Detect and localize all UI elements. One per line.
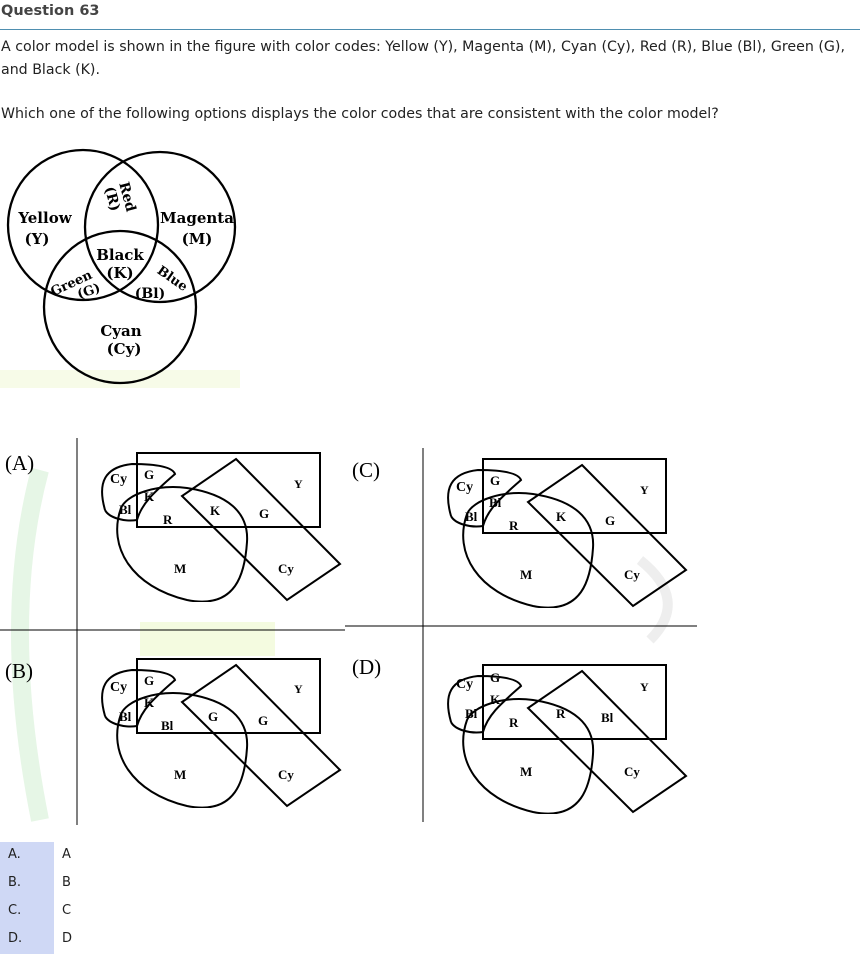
panel-a-s8: Y <box>294 477 303 491</box>
question-text: A color model is shown in the figure wit… <box>1 39 845 78</box>
panel-b-s6: G <box>208 709 218 724</box>
green-code: (G) <box>75 281 102 302</box>
option-c[interactable]: C. C <box>0 898 860 926</box>
panel-a-tag: (A) <box>5 451 34 475</box>
panel-b-figure: Cy G K Bl Bl G G Y M Cy <box>101 658 342 808</box>
red-code: (R) <box>101 185 123 213</box>
panel-tags: (A) (C) (B) (D) <box>5 451 381 683</box>
panel-a-s4: Bl <box>119 502 132 517</box>
panel-d-figure: Cy G K Bl R R Bl Y M Cy <box>447 664 688 814</box>
yellow-label: Yellow <box>17 209 72 227</box>
panel-d-s5: R <box>509 715 519 730</box>
yellow-code: (Y) <box>25 230 50 248</box>
panel-a-s1: Cy <box>110 472 127 487</box>
panel-a-s7: G <box>259 506 269 521</box>
panel-c-s7: G <box>605 513 615 528</box>
panel-b-s2: G <box>144 673 154 688</box>
panel-b-s3: K <box>144 695 155 710</box>
panel-a-s9: M <box>174 561 186 576</box>
panel-b-s4: Bl <box>119 709 132 724</box>
option-b-key: B. <box>8 875 22 890</box>
panel-d-s4: Bl <box>465 706 478 721</box>
cyan-label: Cyan <box>100 322 141 340</box>
question-header: Question 63 <box>0 0 860 30</box>
panel-d-s6: R <box>556 706 566 721</box>
option-d-key: D. <box>8 931 23 946</box>
question-title: Question 63 <box>1 3 100 19</box>
panel-c-figure: Cy G Bl Bl R K G Y M Cy <box>447 458 688 608</box>
panel-d-s7: Bl <box>601 710 614 725</box>
panel-d-s3: K <box>490 692 501 707</box>
panel-d-s9: M <box>520 764 532 779</box>
option-d-value: D <box>62 931 73 946</box>
cyan-code: (Cy) <box>107 340 142 358</box>
panel-d-s2: G <box>490 670 500 685</box>
panel-b-s8: Y <box>294 682 303 696</box>
panel-c-s6: K <box>556 509 567 524</box>
panel-b-s1: Cy <box>110 680 127 695</box>
panel-b-s9: M <box>174 767 186 782</box>
panel-a-s10: Cy <box>278 561 294 576</box>
option-c-key: C. <box>8 903 22 918</box>
panel-c-s10: Cy <box>624 567 640 582</box>
panel-b-s7: G <box>258 713 268 728</box>
black-label: Black <box>96 246 144 264</box>
option-a[interactable]: A. A <box>0 842 860 870</box>
panel-c-s2: G <box>490 473 500 488</box>
panel-d-tag: (D) <box>352 655 381 679</box>
red-label: Red <box>115 180 138 214</box>
panel-c-s8: Y <box>640 483 649 497</box>
panel-d-s8: Y <box>640 680 649 694</box>
option-a-value: A <box>62 847 71 862</box>
blue-code: (Bl) <box>135 286 165 302</box>
option-d[interactable]: D. D <box>0 926 860 954</box>
option-grid <box>0 438 697 825</box>
panel-a-s3: K <box>144 489 155 504</box>
panel-a-figure: Cy G K Bl R K G Y M Cy <box>101 452 342 602</box>
panel-c-s1: Cy <box>456 480 473 495</box>
option-b[interactable]: B. B <box>0 870 860 898</box>
panel-a-s5: R <box>163 512 173 527</box>
black-code: (K) <box>106 264 133 282</box>
question-prompt: Which one of the following options displ… <box>1 106 719 122</box>
panel-c-s4: Bl <box>465 509 478 524</box>
option-b-value: B <box>62 875 71 890</box>
option-a-key: A. <box>8 847 21 862</box>
panel-c-s5: R <box>509 518 519 533</box>
panel-b-tag: (B) <box>5 659 33 683</box>
panel-d-s10: Cy <box>624 764 640 779</box>
panel-d-s1: Cy <box>456 677 473 692</box>
panel-a-s2: G <box>144 467 154 482</box>
magenta-code: (M) <box>182 230 213 248</box>
color-model-diagram: Yellow (Y) Magenta (M) Cyan (Cy) Black (… <box>6 148 237 385</box>
option-c-value: C <box>62 903 72 918</box>
panel-b-s5: Bl <box>161 718 174 733</box>
panel-b-s10: Cy <box>278 767 294 782</box>
panel-c-tag: (C) <box>352 458 380 482</box>
magenta-label: Magenta <box>160 209 234 227</box>
panel-c-s9: M <box>520 567 532 582</box>
panel-a-s6: K <box>210 503 221 518</box>
panel-c-s3: Bl <box>489 495 502 510</box>
